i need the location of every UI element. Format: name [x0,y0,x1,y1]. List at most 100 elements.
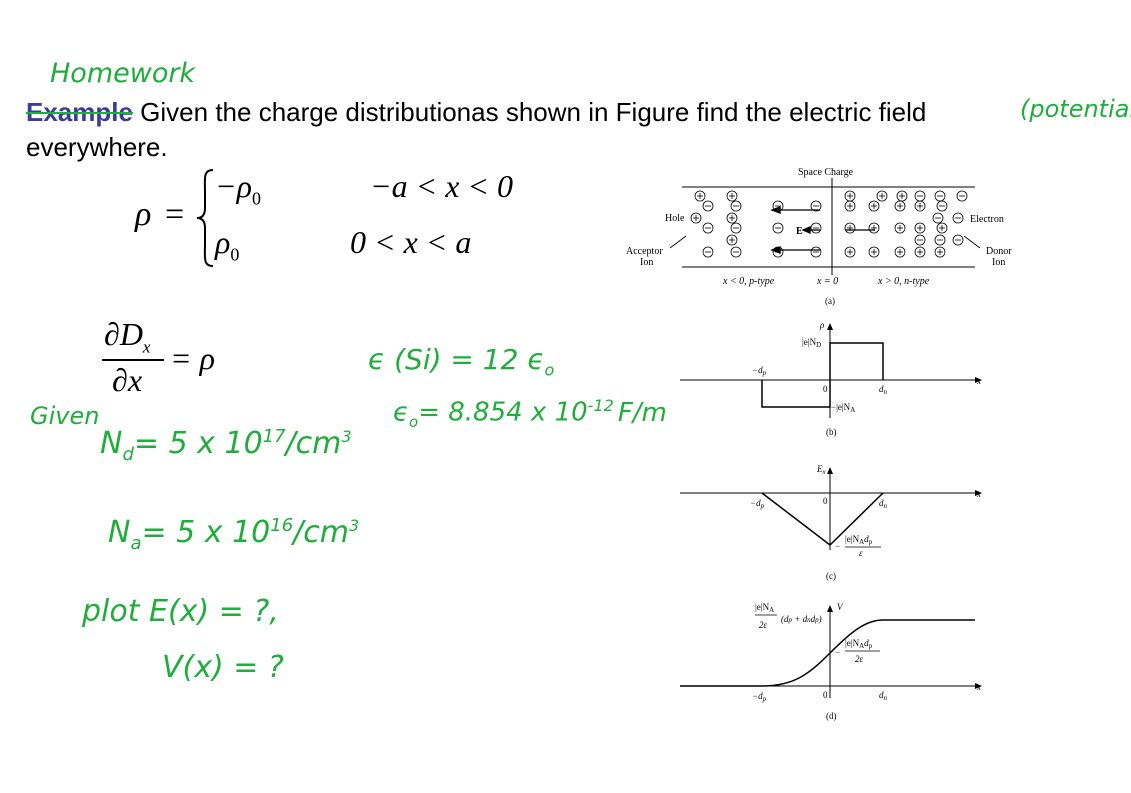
mid-label-numerator: |e|NAdp [845,638,873,650]
eps0-sub: o [409,412,419,431]
donor-label-2: Ion [992,257,1005,268]
na-unit: /cm [293,515,349,550]
eps0-symbol: ϵ [393,397,409,428]
rho-profile [761,342,884,408]
na-value: = 5 x 10 [141,515,271,550]
gauss-rhs: = ρ [170,340,215,376]
acceptor-label-2: Ion [640,257,653,268]
na-sub: a [130,533,142,554]
nd-sub: d [122,444,134,465]
eps-si-sub: o [544,360,555,380]
figure-c-electric-field: Ex −dp 0 dn x − |e|NAdp ε (c) [680,464,982,581]
na-unit-exp: 3 [348,516,360,535]
case2-value-sub: 0 [230,244,240,265]
na-level-label: −|e|NA [831,402,855,414]
case2-value-text: ρ [215,224,231,260]
ex-axis-label: Ex [816,464,827,476]
rho-axis-label: ρ [819,320,825,330]
x-label: x [976,682,981,692]
rho-equals: = [165,196,185,233]
neg-dp-label: −dp [752,365,767,377]
nd-level-label: |e|ND [802,337,821,349]
eps0-unit: F/m [617,397,667,428]
figure-a-space-charge: Space Charge E Hole Electron Acceptor Io… [626,167,1012,306]
gauss-numerator-sub: x [142,337,151,357]
zero-label: 0 [823,384,828,394]
n-region-label: x > 0, n-type [877,276,930,287]
problem-text-line2: everywhere. [26,132,168,162]
given-label: Given [30,402,100,430]
ion-grid [690,190,968,258]
min-field-minus: − [835,541,840,551]
donor-pointer [963,235,981,249]
case2-value: ρ0 [215,224,239,265]
case1-value-text: −ρ [215,168,252,204]
caption-c: (c) [826,571,836,581]
min-field-numerator: |e|NAdp [845,534,873,546]
problem-statement: Example Given the charge distributionas … [26,97,1026,128]
min-field-denominator: ε [859,548,863,558]
top-label-numerator: |e|NA [755,602,774,614]
y-axis-arrow [827,323,833,330]
nd-symbol: N [100,426,123,461]
case1-condition: −a < x < 0 [370,168,513,204]
neg-dp-label: −dp [752,691,767,703]
gauss-numerator-text: ∂D [104,316,143,352]
dn-label: dn [879,498,888,510]
caption-a: (a) [825,296,835,306]
top-label-denominator: 2ε [759,620,768,630]
acceptor-pointer [669,235,687,249]
figure-b-charge-density: ρ |e|ND −|e|NA −dp 0 dn x (b) [680,320,982,437]
acceptor-label: Acceptor [626,246,663,257]
x-axis-arrow [975,377,982,383]
p-region-label: x < 0, p-type [722,276,775,287]
x-label: x [976,489,981,499]
mid-label-minus: − [835,647,840,657]
na-symbol: N [108,515,131,550]
piecewise-brace [196,169,214,267]
homework-annotation: Homework [50,58,196,89]
eps-si-note: ϵ (Si) = 12 ϵo [368,343,554,380]
hole-label: Hole [665,213,685,224]
space-charge-label: Space Charge [798,167,854,178]
caption-d: (d) [826,711,837,721]
gauss-denominator: ∂x [112,362,143,398]
case2-condition: 0 < x < a [350,224,472,260]
na-exp: 16 [270,515,294,536]
nd-unit-exp: 3 [341,427,352,446]
v-axis-label: V [837,602,844,612]
case1-value: −ρ0 [215,168,261,209]
problem-text-line1: Given the charge distributionas shown in… [132,97,927,127]
nd-note: Nd= 5 x 1017/cm3 [100,426,352,465]
x-axis-arrow [975,490,982,496]
nd-value: = 5 x 10 [133,426,263,461]
junction-label: x = 0 [816,276,838,287]
caption-b: (b) [826,427,837,437]
case1-value-sub: 0 [251,188,261,209]
donor-label: Donor [986,246,1012,257]
potential-annotation: (potential) [1020,95,1131,123]
eps0-value: = 8.854 x 10 [418,397,588,428]
example-label: Example [26,97,133,127]
electron-label: Electron [970,214,1004,225]
figure-d-potential: V |e|NA 2ε (dp + dndp) − |e|NAdp 2ε −dp … [680,602,982,721]
neg-dp-label: −dp [750,498,765,510]
rho-symbol: ρ [135,196,152,233]
y-axis-arrow [827,467,833,474]
dn-label: dn [879,690,888,702]
x-axis-arrow [975,683,982,689]
zero-label: 0 [823,690,828,700]
x-label: x [976,376,981,386]
zero-label: 0 [823,496,828,506]
eps-si-text: ϵ (Si) = 12 ϵ [368,343,545,376]
field-arrows [770,206,875,254]
potential-profile [680,619,975,687]
eps0-exp: -12 [587,396,614,415]
field-profile [761,492,884,546]
plot-e-note: plot E(x) = ?, [82,594,279,629]
gauss-numerator: ∂Dx [104,316,150,357]
nd-unit: /cm [285,426,342,461]
top-label-tail: (dp + dndp) [781,614,822,624]
nd-exp: 17 [262,426,286,447]
